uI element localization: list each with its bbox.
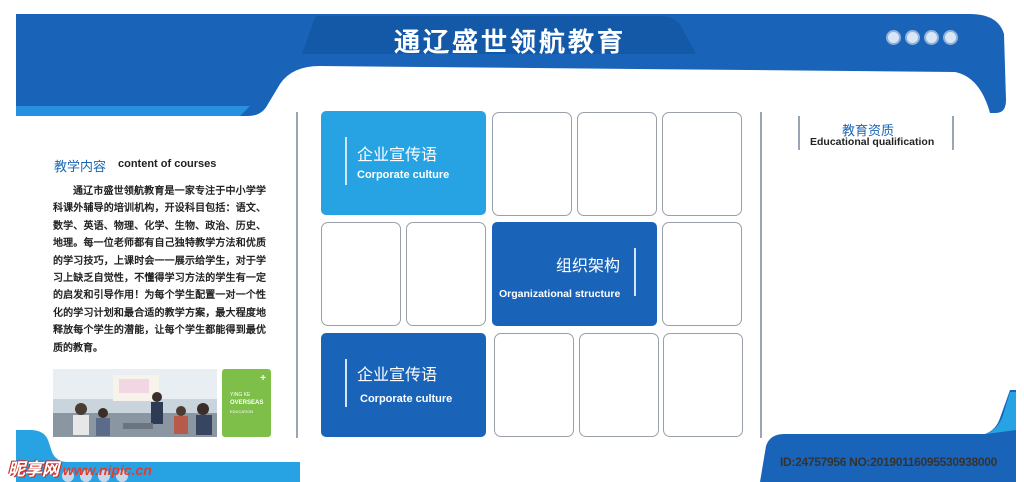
slogan-bottom-en: Corporate culture — [360, 393, 453, 405]
dot-icon — [116, 470, 128, 482]
watermark-left: 昵享网 www.nipic.cn — [8, 455, 152, 480]
qual-bar-left — [798, 116, 800, 150]
badge-line-3: EDUCATION — [230, 409, 254, 414]
dot-icon — [62, 470, 74, 482]
slogan-panel-top: 企业宣传语 Corporate culture — [321, 111, 486, 215]
dot-icon — [924, 30, 939, 45]
photo-frame — [494, 333, 574, 437]
panel-bar — [345, 359, 347, 407]
plus-icon: + — [260, 373, 266, 384]
watermark-right: ID:24757956 NO:20190116095530938000 — [780, 455, 998, 469]
panel-bar — [345, 137, 347, 185]
badge-line-2: OVERSEAS — [230, 400, 264, 406]
dot-icon — [80, 470, 92, 482]
courses-title-en: content of courses — [118, 158, 217, 170]
photo-frame — [662, 222, 742, 326]
qual-bar-right — [952, 116, 954, 150]
photo-frame — [579, 333, 659, 437]
panel-bar — [634, 248, 636, 296]
divider-right — [760, 112, 762, 438]
classroom-photo — [53, 369, 217, 437]
title-tab — [302, 16, 696, 54]
footer-accent-right — [986, 392, 1016, 434]
badge-line-1: YING KE — [230, 392, 251, 398]
qualification-title-en: Educational qualification — [810, 136, 935, 148]
header-band — [16, 14, 1006, 116]
slogan-top-en: Corporate culture — [357, 169, 450, 181]
courses-title-cn: 教学内容 — [54, 160, 107, 175]
org-en: Organizational structure — [499, 288, 621, 300]
courses-paragraph: 通辽市盛世领航教育是一家专注于中小学学科课外辅导的培训机构，开设科目包括：语文、… — [53, 186, 266, 354]
photo-frame — [662, 112, 742, 216]
dot-icon — [943, 30, 958, 45]
photo-frame — [321, 222, 401, 326]
slogan-top-cn: 企业宣传语 — [357, 145, 438, 164]
divider-left — [296, 112, 298, 438]
footer-band-right — [760, 390, 1016, 482]
photo-frame — [406, 222, 486, 326]
photo-frame — [663, 333, 743, 437]
org-structure-panel: 组织架构 Organizational structure — [492, 222, 657, 326]
slogan-bottom-cn: 企业宣传语 — [357, 365, 438, 384]
slogan-panel-bottom: 企业宣传语 Corporate culture — [321, 333, 486, 437]
dot-icon — [905, 30, 920, 45]
qualification-title-cn: 教育资质 — [842, 124, 895, 139]
page-title: 通辽盛世领航教育 — [393, 28, 626, 58]
photo-frame — [577, 112, 657, 216]
watermark-url: www.nipic.cn — [59, 462, 152, 478]
org-cn: 组织架构 — [556, 256, 621, 275]
overseas-badge: + YING KE OVERSEAS EDUCATION — [222, 369, 271, 437]
watermark-logo: 昵享网 — [8, 460, 59, 479]
photo-frame — [492, 112, 572, 216]
header-dots — [886, 30, 958, 45]
footer-band-left — [16, 430, 300, 482]
dot-icon — [886, 30, 901, 45]
footer-dots — [62, 470, 128, 482]
header-accent — [16, 106, 250, 116]
dot-icon — [98, 470, 110, 482]
